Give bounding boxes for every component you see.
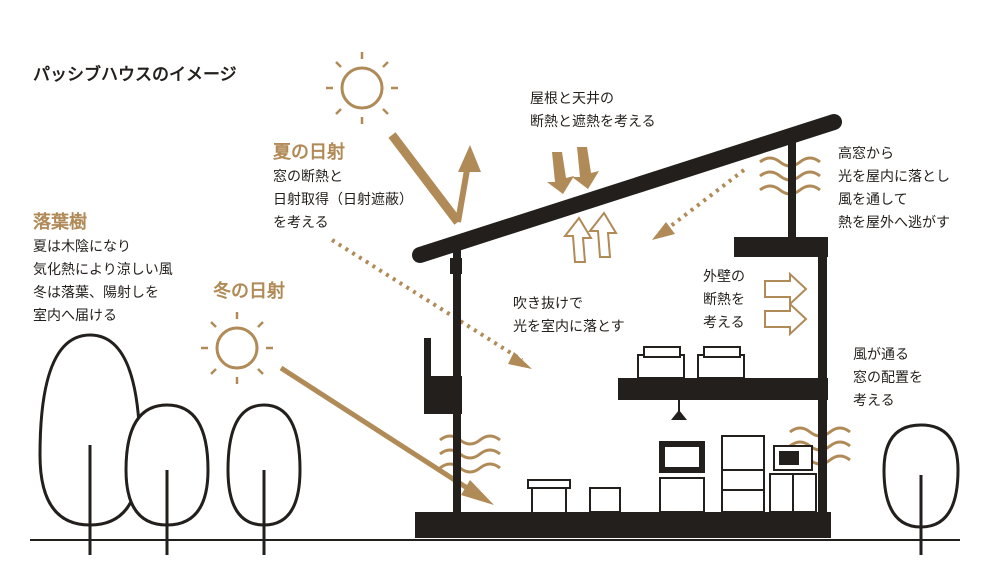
- atrium-text: 吹き抜けで 光を室内に落とす: [513, 293, 625, 339]
- summer-sun-line: 日射取得（日射遮蔽）: [273, 192, 413, 208]
- winter-sun-heading: 冬の日射: [213, 281, 285, 302]
- roof-ceiling-line: 断熱と遮熱を考える: [530, 114, 656, 130]
- exterior-wall-line: 断熱を: [703, 292, 745, 308]
- clerestory-line: 高窓から: [838, 146, 894, 162]
- clerestory-line: 風を通して: [838, 192, 908, 208]
- loft-floor: [618, 378, 828, 400]
- furniture: [527, 435, 817, 513]
- diagram-title: パッシブハウスのイメージ: [33, 65, 237, 85]
- deciduous-line: 気化熱により涼しい風: [33, 262, 173, 278]
- tree-medium: [124, 403, 210, 527]
- house-structure: [412, 114, 842, 538]
- tree-small: [226, 403, 302, 527]
- atrium-line: 吹き抜けで: [513, 296, 583, 312]
- clerestory-box: [734, 237, 828, 257]
- deciduous-heading: 落葉樹: [33, 212, 87, 233]
- winter-sun-ray: [279, 365, 480, 498]
- refrigerator: [721, 435, 765, 513]
- summer-sun-heading: 夏の日射: [273, 142, 345, 163]
- ventilation-line: 考える: [853, 393, 895, 409]
- exterior-wall-line: 外壁の: [703, 269, 745, 285]
- wall-right: [818, 237, 827, 514]
- deciduous-line: 夏は木陰になり: [33, 239, 131, 255]
- deciduous-line: 冬は落葉、陽射しを: [33, 285, 159, 301]
- clerestory-text: 高窓から 光を屋内に落とし 風を通して 熱を屋外へ逃がす: [838, 143, 950, 235]
- deciduous-line: 室内へ届ける: [33, 308, 117, 324]
- ventilation-line: 窓の配置を: [853, 370, 923, 386]
- wall-right-upper: [788, 140, 796, 240]
- atrium-light-path: [330, 238, 524, 362]
- summer-sun-line: 窓の断熱と: [273, 169, 343, 185]
- wall-insulation-arrows: [764, 271, 808, 337]
- exterior-wall-text: 外壁の 断熱を 考える: [703, 266, 745, 335]
- summer-sun-icon: [326, 52, 398, 124]
- foundation: [415, 512, 831, 538]
- summer-sun-line: を考える: [273, 215, 329, 231]
- ceiling-lamp: [671, 410, 687, 420]
- exterior-wall-line: 考える: [703, 315, 745, 331]
- roof: [412, 114, 842, 263]
- atrium-line: 光を室内に落とす: [513, 319, 625, 335]
- tree-right: [882, 423, 960, 555]
- window-left-frame: [450, 258, 462, 274]
- clerestory-line: 熱を屋外へ逃がす: [838, 215, 950, 231]
- summer-sun-ray: [388, 132, 462, 225]
- loft-beds: [637, 346, 745, 379]
- ventilation-line: 風が通る: [853, 347, 909, 363]
- summer-reflection-arrow: [455, 169, 470, 223]
- chair: [589, 487, 621, 513]
- roof-ceiling-text: 屋根と天井の 断熱と遮熱を考える: [530, 88, 656, 134]
- clerestory-light-path: [661, 168, 746, 234]
- table: [527, 479, 571, 489]
- roof-ceiling-line: 屋根と天井の: [530, 91, 614, 107]
- rising-air-arrows: [562, 211, 618, 263]
- clerestory-line: 光を屋内に落とし: [838, 169, 950, 185]
- winter-sun-icon: [201, 312, 273, 384]
- deciduous-text: 夏は木陰になり 気化熱により涼しい風 冬は落葉、陽射しを 室内へ届ける: [33, 236, 173, 328]
- roof-heat-arrows: [547, 147, 599, 194]
- deciduous-trees: [38, 333, 302, 555]
- ventilation-text: 風が通る 窓の配置を 考える: [853, 344, 923, 413]
- summer-sun-text: 窓の断熱と 日射取得（日射遮蔽） を考える: [273, 166, 413, 235]
- tv-cabinet: [659, 477, 705, 513]
